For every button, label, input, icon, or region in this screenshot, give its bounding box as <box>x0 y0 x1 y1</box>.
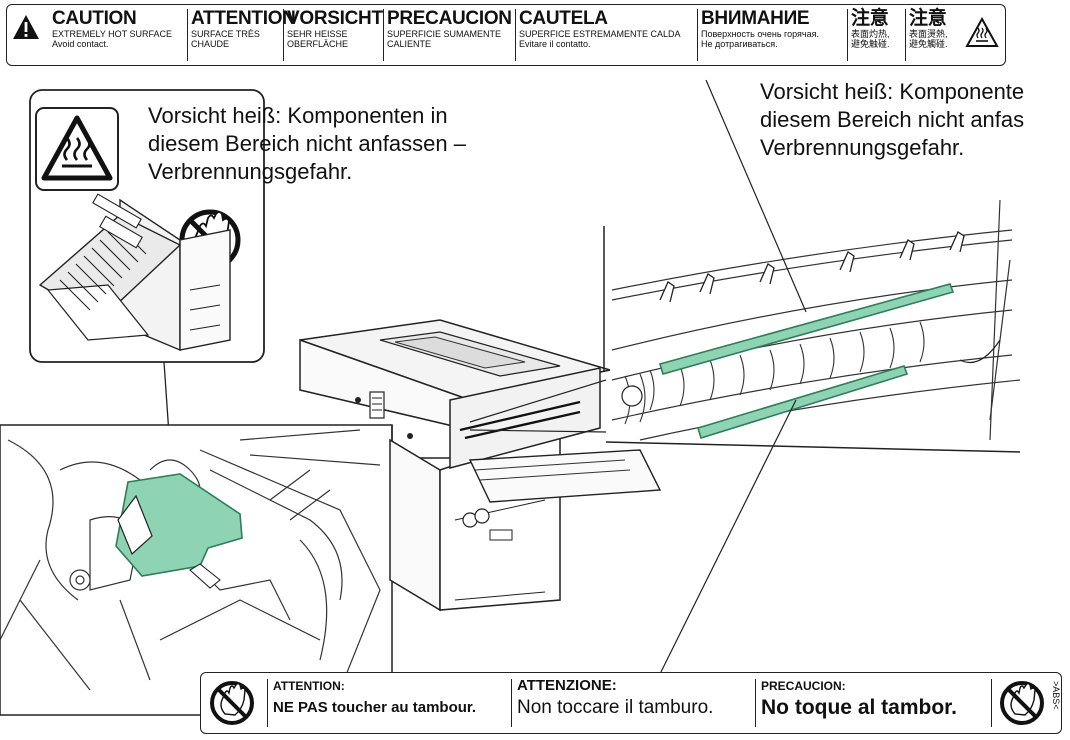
no-touch-left-icon <box>210 681 254 725</box>
drum-label-it: ATTENZIONE: Non toccare il tamburo. <box>511 678 753 727</box>
caution-segment-fr: ATTENTION SURFACE TRÈS CHAUDE <box>187 9 296 61</box>
drum-label-fr: ATTENTION: NE PAS toucher au tambour. <box>267 679 509 727</box>
callout-hot-left: Vorsicht heiß: Komponenten in diesem Ber… <box>148 103 466 184</box>
hot-zone-roller-lower <box>697 365 909 440</box>
no-touch-right-icon <box>1000 681 1044 725</box>
callout-hot-right: Vorsicht heiß: Komponente diesem Bereich… <box>760 79 1025 160</box>
drum-warning-label: ATTENTION: NE PAS toucher au tambour. AT… <box>200 672 1062 734</box>
hot-surface-sign-icon <box>35 107 119 191</box>
leader-line-bottom-label <box>655 399 797 683</box>
hot-zone-roller-upper <box>658 283 955 375</box>
printer-main <box>299 319 662 612</box>
caution-segment-en: CAUTION EXTREMELY HOT SURFACE Avoid cont… <box>52 8 173 50</box>
leader-line-right-callout <box>705 79 807 313</box>
caution-segment-zh-cn: 注意 表面灼热, 避免触碰. <box>847 9 903 61</box>
caution-segment-ru: ВНИМАНИЕ Поверхность очень горячая. Не д… <box>697 9 845 61</box>
hot-surface-icon <box>965 17 999 47</box>
caution-label: CAUTION EXTREMELY HOT SURFACE Avoid cont… <box>6 4 1006 66</box>
drum-label-es: PRECAUCION: No toque al tambor. <box>755 679 991 727</box>
zoom-panel-right <box>611 199 1021 441</box>
inset-open-cover <box>29 89 265 363</box>
caution-segment-de: VORSICHT SEHR HEISSE OBERFLÄCHE <box>283 9 383 61</box>
caution-segment-zh-tw: 注意 表面燙熱, 避免觸碰. <box>905 9 961 61</box>
caution-segment-it: CAUTELA SUPERFICE ESTREMAMENTE CALDA Evi… <box>515 9 697 61</box>
hot-zone-left <box>115 473 243 577</box>
abs-material-mark: >ABS< <box>1051 681 1061 710</box>
caution-segment-es: PRECAUCION SUPERFICIE SUMAMENTE CALIENTE <box>383 9 515 61</box>
warning-triangle-icon <box>13 15 39 39</box>
